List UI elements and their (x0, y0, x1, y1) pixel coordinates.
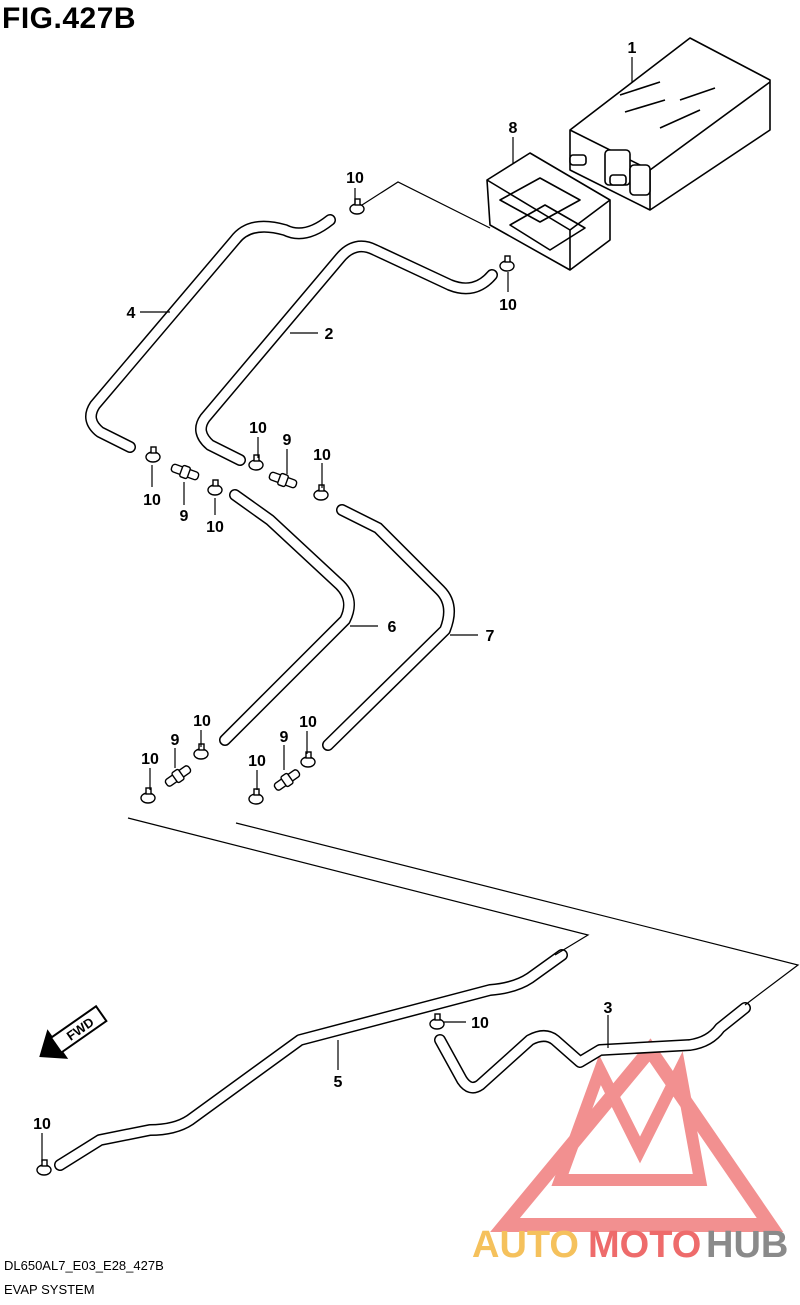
callout-10: 10 (346, 170, 364, 187)
hose-joint (273, 769, 301, 791)
callout-9: 9 (283, 432, 292, 449)
hose-clamp (429, 1013, 445, 1030)
callout-9: 9 (280, 729, 289, 746)
hose-5 (54, 949, 568, 1171)
fwd-arrow-icon: FWD (39, 1004, 108, 1059)
hose-joint (164, 765, 192, 787)
watermark-m-shape (551, 1051, 708, 1186)
callout-9: 9 (171, 732, 180, 749)
hose-clamp (248, 454, 264, 471)
callout-10: 10 (141, 751, 159, 768)
callout-10: 10 (471, 1015, 489, 1032)
routing-lines (127, 181, 800, 1006)
callout-10: 10 (499, 297, 517, 314)
figure-title: FIG.427B (2, 2, 137, 35)
callout-8: 8 (509, 120, 518, 137)
hose-clamp (499, 255, 515, 272)
hose-clamp (36, 1159, 52, 1176)
callout-10: 10 (313, 447, 331, 464)
hose-2 (195, 240, 498, 466)
callout-9: 9 (180, 508, 189, 525)
callout-10: 10 (206, 519, 224, 536)
model-code: DL650AL7_E03_E28_427B (4, 1258, 164, 1273)
hose-6 (219, 489, 355, 746)
callout-10: 10 (143, 492, 161, 509)
hose-joint (268, 471, 298, 489)
charcoal-canister (569, 37, 771, 211)
callout-10: 10 (299, 714, 317, 731)
callout-10: 10 (248, 753, 266, 770)
hose-7 (322, 504, 455, 751)
hose-clamp (313, 484, 329, 501)
hose-clamp (207, 479, 223, 496)
hose-clamp (300, 751, 316, 768)
hose-clamp (145, 446, 161, 463)
callout-5: 5 (334, 1074, 343, 1091)
callout-4: 4 (127, 305, 136, 322)
callout-10: 10 (193, 713, 211, 730)
leader-lines (41, 57, 633, 1162)
hose-3 (434, 1002, 751, 1094)
callout-6: 6 (388, 619, 397, 636)
hose-clamp (248, 788, 264, 805)
watermark-hub: HUB (706, 1224, 788, 1266)
hose-4 (85, 214, 336, 453)
callout-10: 10 (249, 420, 267, 437)
callout-10: 10 (33, 1116, 51, 1133)
watermark-auto: AUTO (472, 1224, 579, 1266)
callout-1: 1 (628, 40, 637, 57)
watermark-moto: MOTO (588, 1224, 701, 1266)
callout-2: 2 (325, 326, 334, 343)
hose-clamp (140, 787, 156, 804)
section-name: EVAP SYSTEM (4, 1282, 95, 1297)
canister-bracket (486, 152, 611, 271)
callout-3: 3 (604, 1000, 613, 1017)
callout-7: 7 (486, 628, 495, 645)
hose-joint (170, 463, 200, 481)
watermark-logo (490, 1038, 784, 1232)
hose-clamp (349, 198, 365, 215)
watermark-wordmark: AUTO MOTO HUB (472, 1224, 788, 1266)
